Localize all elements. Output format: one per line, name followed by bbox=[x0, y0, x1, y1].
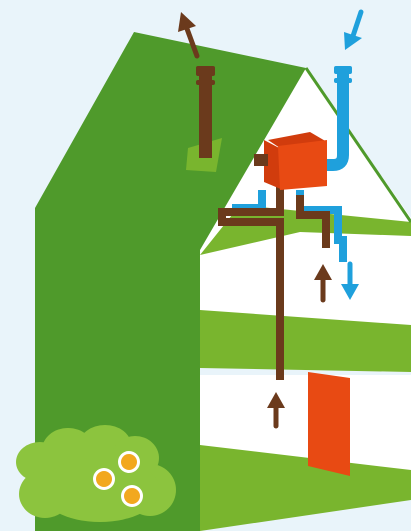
flower bbox=[93, 468, 115, 490]
arrow-up-icon bbox=[267, 392, 285, 429]
ventilation-unit-front bbox=[278, 140, 327, 190]
intake-pipe-ring bbox=[334, 78, 352, 83]
intake-pipe-bend bbox=[325, 140, 349, 171]
extract-duct-main bbox=[218, 185, 284, 380]
roof-slope bbox=[35, 32, 306, 531]
unit-extract-stub bbox=[254, 154, 268, 166]
floor-attic bbox=[200, 205, 411, 255]
arrow-up-icon bbox=[314, 264, 332, 303]
front-door bbox=[308, 372, 350, 476]
extract-duct-branch bbox=[296, 195, 330, 248]
floor-first bbox=[200, 310, 411, 372]
intake-pipe bbox=[337, 70, 349, 154]
flower bbox=[118, 451, 140, 473]
ventilation-unit-side bbox=[264, 140, 283, 190]
intake-pipe-cap bbox=[334, 66, 352, 74]
gable-edge bbox=[304, 67, 411, 223]
arrow-down-icon bbox=[341, 261, 359, 300]
arrow-down-icon bbox=[344, 9, 364, 50]
arrow-up-icon bbox=[178, 12, 200, 59]
exhaust-pipe-cap bbox=[196, 66, 215, 76]
exhaust-pipe-ring bbox=[196, 80, 215, 85]
flower bbox=[121, 485, 143, 507]
exhaust-pipe bbox=[199, 70, 212, 158]
floor-ground bbox=[200, 445, 411, 531]
